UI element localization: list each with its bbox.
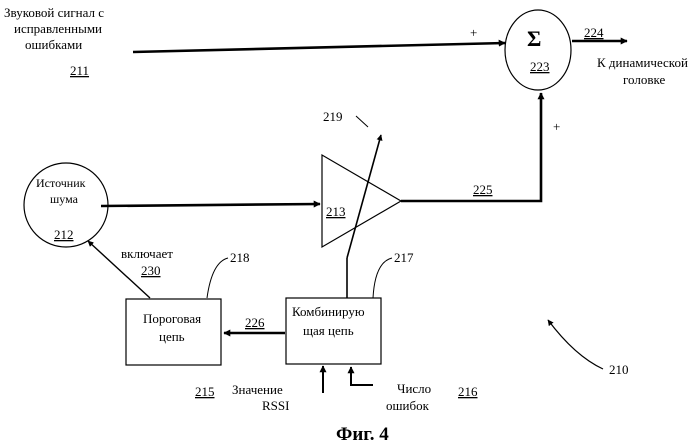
error-count-input-arrow: [351, 367, 373, 385]
errors-label-line1: Число: [397, 381, 431, 396]
input-signal-arrow: [133, 43, 505, 52]
rssi-label-line2: RSSI: [262, 398, 289, 413]
enable-label: включает: [121, 246, 173, 261]
output-label-line1: К динамической: [597, 55, 688, 70]
sigma-symbol: Σ: [527, 26, 541, 51]
input-signal-label-line1: Звуковой сигнал с: [4, 5, 104, 20]
output-label-line2: головке: [623, 72, 665, 87]
threshold-label-line2: цепь: [159, 329, 185, 344]
amplifier-ref: 213: [326, 204, 346, 219]
noise-to-amplifier-arrow: [101, 204, 320, 206]
rssi-label-line1: Значение: [232, 382, 283, 397]
errors-label-line2: ошибок: [386, 398, 430, 413]
input-signal-ref: 211: [70, 63, 89, 78]
combiner-label-line2: щая цепь: [303, 323, 354, 338]
combiner-ref-leader: [373, 258, 392, 298]
gain-control-ref: 219: [323, 109, 343, 124]
noise-source-label-line2: шума: [50, 192, 79, 206]
combiner-output-ref: 226: [245, 315, 265, 330]
noise-source-ref: 212: [54, 227, 74, 242]
threshold-ref-leader: [207, 258, 228, 298]
system-ref: 210: [609, 362, 629, 377]
rssi-ref: 215: [195, 384, 215, 399]
combiner-label-line1: Комбинирую: [292, 304, 365, 319]
threshold-ref: 218: [230, 250, 250, 265]
output-ref: 224: [584, 25, 604, 40]
amplifier-triangle: [322, 155, 401, 247]
summer-ref: 223: [530, 59, 550, 74]
amplifier-output-path: [401, 93, 541, 201]
noise-source-label-line1: Источник: [36, 176, 86, 190]
amplifier-output-ref: 225: [473, 182, 493, 197]
summer-plus-bottom: +: [553, 119, 560, 134]
combiner-ref: 217: [394, 250, 414, 265]
figure-caption: Фиг. 4: [336, 424, 389, 445]
enable-ref: 230: [141, 263, 161, 278]
summer-plus-top: +: [470, 25, 477, 40]
gain-control-ref-leader: [356, 116, 368, 127]
system-ref-pointer: [548, 320, 603, 369]
input-signal-label-line3: ошибками: [25, 37, 82, 52]
threshold-label-line1: Пороговая: [143, 311, 201, 326]
errors-ref: 216: [458, 384, 478, 399]
input-signal-label-line2: исправленными: [14, 21, 102, 36]
